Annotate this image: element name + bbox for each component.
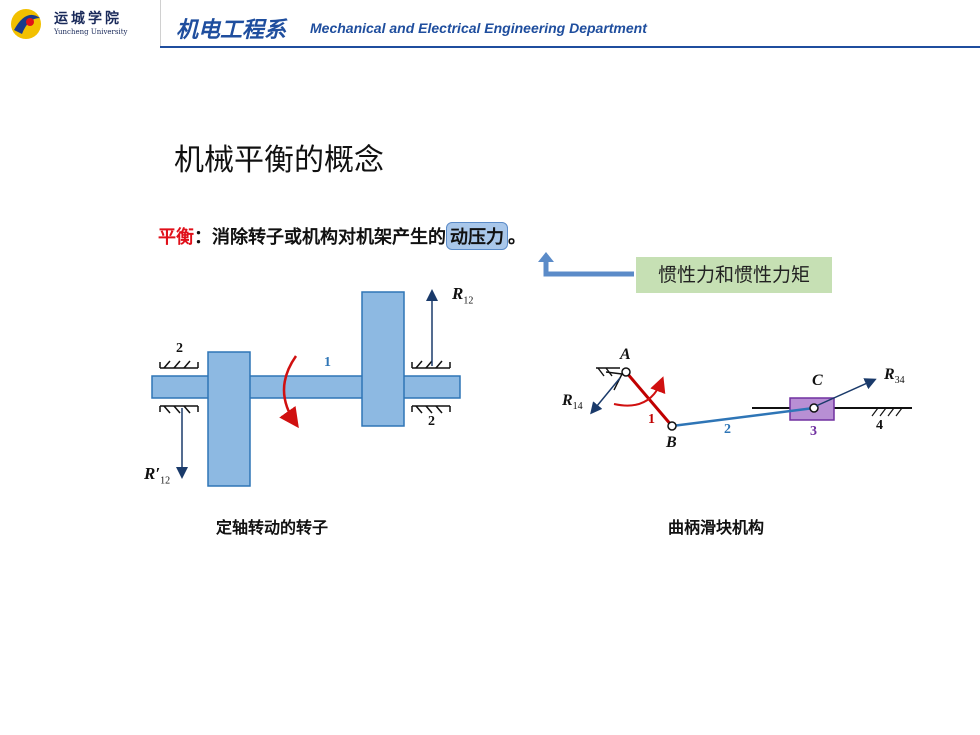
logo-subtitle: Yuncheng University [54,28,128,36]
label-part-1: 1 [324,355,331,370]
logo-name: 运城学院 [54,11,122,27]
callout-arrow [538,252,634,277]
definition-line: 平衡：消除转子或机构对机架产生的动压力。 [158,222,526,250]
label-bearing-2-right: 2 [428,414,435,429]
ground-A [596,367,623,391]
header-bar: 运城学院 Yuncheng University 机电工程系 Mechanica… [0,0,980,48]
joint-A [621,367,631,377]
connecting-rod [671,406,815,428]
label-R12-prime: R′12 [144,464,171,487]
rotation-arrow [279,355,299,429]
slide-title: 机械平衡的概念 [174,143,384,178]
definition-text: 消除转子或机构对机架产生的 [212,227,446,248]
force-R34-arrow [815,378,877,407]
label-bearing-2-left: 2 [176,341,183,356]
label-link-2: 2 [724,422,731,437]
rotor-caption: 定轴转动的转子 [216,518,329,537]
department-subtitle: Mechanical and Electrical Engineering De… [310,20,647,36]
crank-rotation-arrow [613,376,666,407]
rotor-disc-left [207,351,251,487]
bearing-right [411,360,451,414]
definition-colon: ： [194,227,212,248]
header-divider [160,46,980,48]
rotor-disc-right [361,291,405,427]
department-title: 机电工程系 [176,18,287,43]
logo-emblem-icon [11,9,41,39]
callout-note: 惯性力和惯性力矩 [636,257,832,293]
label-B: B [666,434,677,451]
label-R14: R14 [562,392,583,413]
slider-caption: 曲柄滑块机构 [668,518,765,537]
joint-B [667,421,677,431]
definition-term: 平衡 [158,227,194,248]
label-R12: R12 [452,284,474,307]
force-R14-arrow [590,377,621,415]
label-A: A [620,346,631,363]
slider-crank-diagram [590,367,912,431]
header-separator [160,0,161,47]
label-link-1: 1 [648,412,655,427]
label-frame-4: 4 [876,418,883,433]
rotor-diagram [151,289,461,487]
guide-hatch [871,407,903,417]
bearing-left [159,360,199,414]
definition-highlight: 动压力 [446,222,508,250]
label-C: C [812,372,823,389]
rotor-shaft [151,375,461,399]
label-link-3: 3 [810,424,817,439]
university-logo: 运城学院 Yuncheng University [6,4,156,44]
definition-end: 。 [508,227,526,248]
label-R34: R34 [884,366,905,387]
